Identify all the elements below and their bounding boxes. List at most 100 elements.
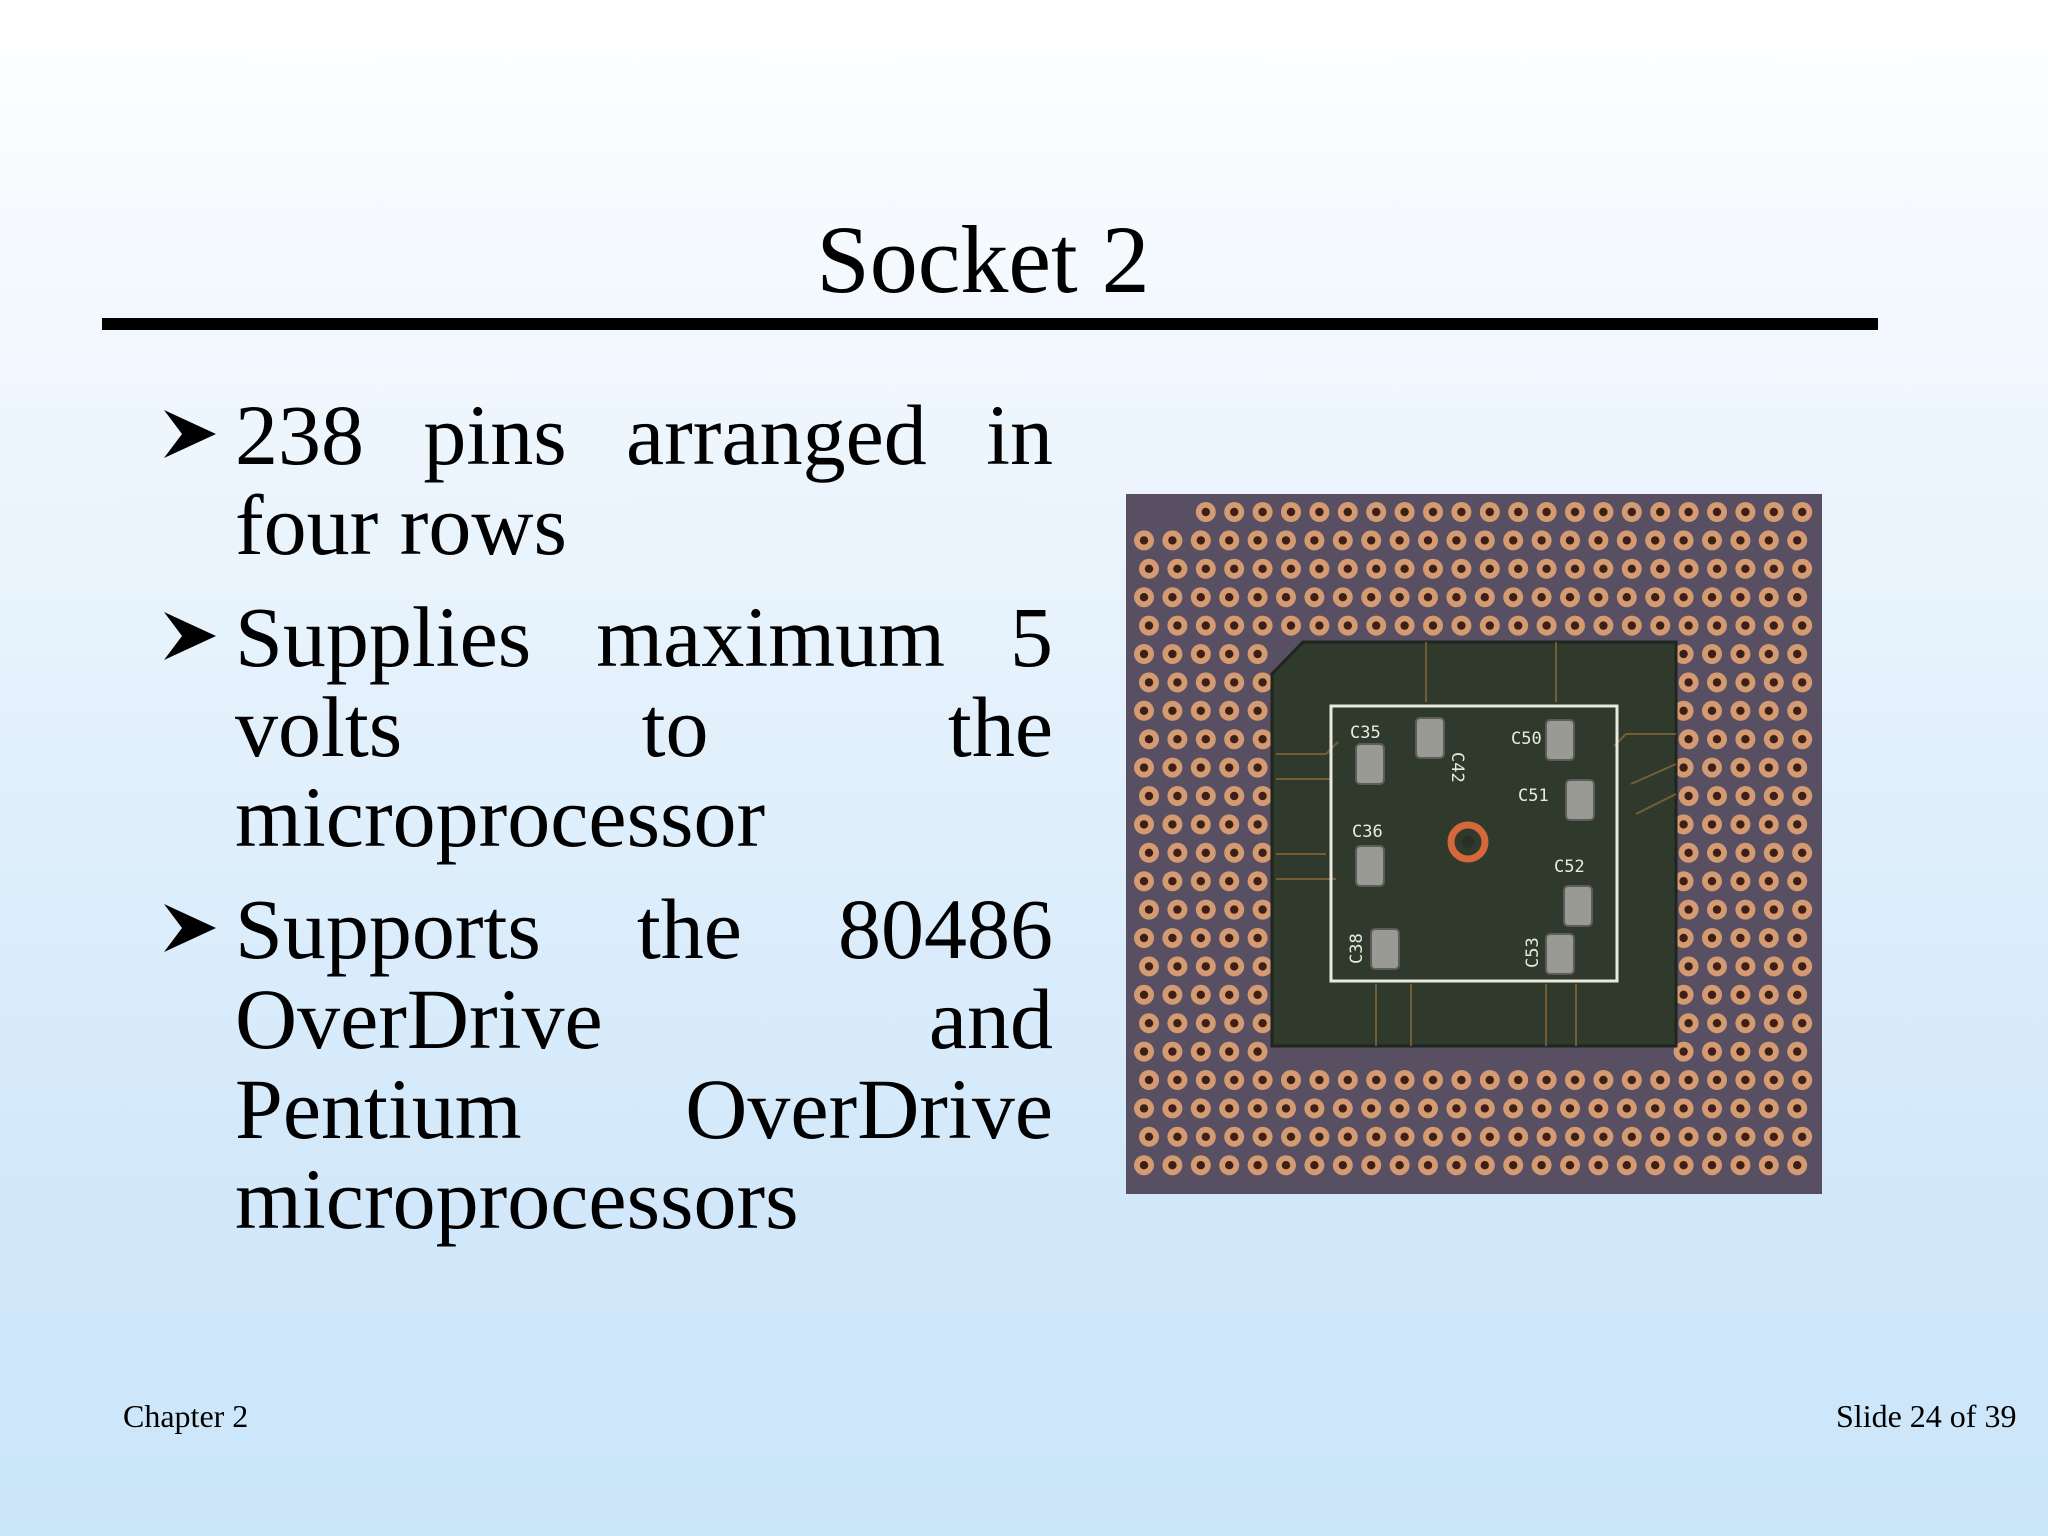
pin-hole <box>1707 706 1717 715</box>
pin-hole <box>1594 593 1603 602</box>
pin-hole <box>1139 877 1149 886</box>
svg-text:C42: C42 <box>1447 752 1467 783</box>
pin-hole <box>1599 507 1608 517</box>
pin-hole <box>1622 1104 1631 1113</box>
pin-hole <box>1230 621 1239 630</box>
pin-hole <box>1679 1047 1688 1056</box>
pin-hole <box>1684 1019 1693 1028</box>
pin-hole <box>1684 678 1693 687</box>
socket-photo: C35 C42 C50 C51 C36 C52 C38 C53 <box>1126 494 1822 1194</box>
pin-hole <box>1514 1132 1523 1141</box>
pin-hole <box>1144 962 1154 971</box>
pin-hole <box>1656 507 1665 517</box>
pin-hole <box>1168 706 1177 715</box>
pin-hole <box>1225 706 1234 715</box>
pin-hole <box>1485 1075 1494 1085</box>
pin-hole <box>1793 877 1802 886</box>
pin-hole <box>1139 649 1149 659</box>
pin-hole <box>1793 706 1802 715</box>
pin-hole <box>1201 1019 1210 1028</box>
pin-hole <box>1230 1019 1239 1028</box>
pin-hole <box>1173 564 1182 573</box>
pin-hole <box>1684 905 1693 914</box>
pin-hole <box>1565 1161 1575 1170</box>
circuit-traces <box>1276 642 1677 1046</box>
pin-hole <box>1741 1019 1750 1028</box>
pin-hole <box>1258 962 1267 971</box>
pin-hole <box>1372 621 1381 630</box>
pin-hole <box>1258 507 1267 517</box>
pin-hole <box>1542 1075 1551 1085</box>
pin-hole <box>1599 1132 1608 1141</box>
pin-hole <box>1196 877 1205 886</box>
pin-hole <box>1764 1047 1773 1056</box>
pin-hole <box>1764 1104 1773 1113</box>
pin-hole <box>1594 1104 1603 1113</box>
pin-hole <box>1798 905 1807 914</box>
pin-hole <box>1707 536 1717 545</box>
pin-hole <box>1793 933 1802 943</box>
pin-hole <box>1395 1104 1404 1113</box>
pin-grid <box>1134 502 1813 1176</box>
pin-hole <box>1196 763 1205 772</box>
pin-hole <box>1684 962 1693 971</box>
pin-hole <box>1201 1075 1210 1085</box>
pin-hole <box>1798 1132 1807 1141</box>
pin-hole <box>1367 1104 1376 1113</box>
pin-hole <box>1769 564 1778 573</box>
svg-text:C51: C51 <box>1518 786 1549 806</box>
pin-hole <box>1707 593 1717 602</box>
pin-hole <box>1741 507 1750 517</box>
pin-hole <box>1201 848 1210 857</box>
pin-hole <box>1225 1161 1234 1170</box>
pin-hole <box>1457 507 1466 517</box>
pin-hole <box>1651 536 1660 545</box>
pin-hole <box>1423 536 1433 545</box>
pin-hole <box>1400 621 1409 630</box>
pin-hole <box>1144 564 1154 573</box>
pin-hole <box>1684 507 1693 517</box>
pin-hole <box>1139 1104 1149 1113</box>
pin-hole <box>1764 706 1773 715</box>
pin-hole <box>1457 621 1466 630</box>
pin-hole <box>1537 593 1546 602</box>
pin-hole <box>1798 791 1807 801</box>
pin-hole <box>1338 536 1347 545</box>
pin-hole <box>1736 763 1745 772</box>
pin-hole <box>1542 1132 1551 1141</box>
arrowhead-bullet-icon <box>164 612 216 660</box>
pin-hole <box>1570 507 1580 517</box>
bullet-text: Supports the 80486 OverDrive and Pentium… <box>235 881 1053 1247</box>
pin-hole <box>1707 649 1717 659</box>
pin-hole <box>1542 507 1551 517</box>
pin-hole <box>1452 1161 1461 1170</box>
pin-hole <box>1712 1132 1722 1141</box>
pin-hole <box>1627 1075 1636 1085</box>
chip-cavity <box>1270 640 1678 1048</box>
pin-hole <box>1258 735 1267 744</box>
pin-hole <box>1565 1104 1575 1113</box>
pin-hole <box>1480 1104 1489 1113</box>
pin-hole <box>1793 820 1802 829</box>
pin-hole <box>1168 990 1177 999</box>
pin-hole <box>1712 905 1722 914</box>
pin-hole <box>1741 735 1750 744</box>
pin-hole <box>1769 1075 1778 1085</box>
pin-hole <box>1367 593 1376 602</box>
pin-hole <box>1372 507 1381 517</box>
pin-hole <box>1798 678 1807 687</box>
pin-hole <box>1225 820 1234 829</box>
pin-hole <box>1428 1075 1438 1085</box>
pin-hole <box>1599 1075 1608 1085</box>
center-pad <box>1447 821 1489 863</box>
pin-hole <box>1707 1161 1717 1170</box>
pin-hole <box>1594 536 1603 545</box>
pin-hole <box>1707 1047 1717 1056</box>
pin-hole <box>1400 1132 1409 1141</box>
bullet-item: 238 pins arranged in four rows <box>160 390 1053 570</box>
pin-hole <box>1480 536 1489 545</box>
pin-hole <box>1225 593 1234 602</box>
pin-hole <box>1173 1019 1182 1028</box>
pin-hole <box>1798 1075 1807 1085</box>
pin-hole <box>1173 905 1182 914</box>
